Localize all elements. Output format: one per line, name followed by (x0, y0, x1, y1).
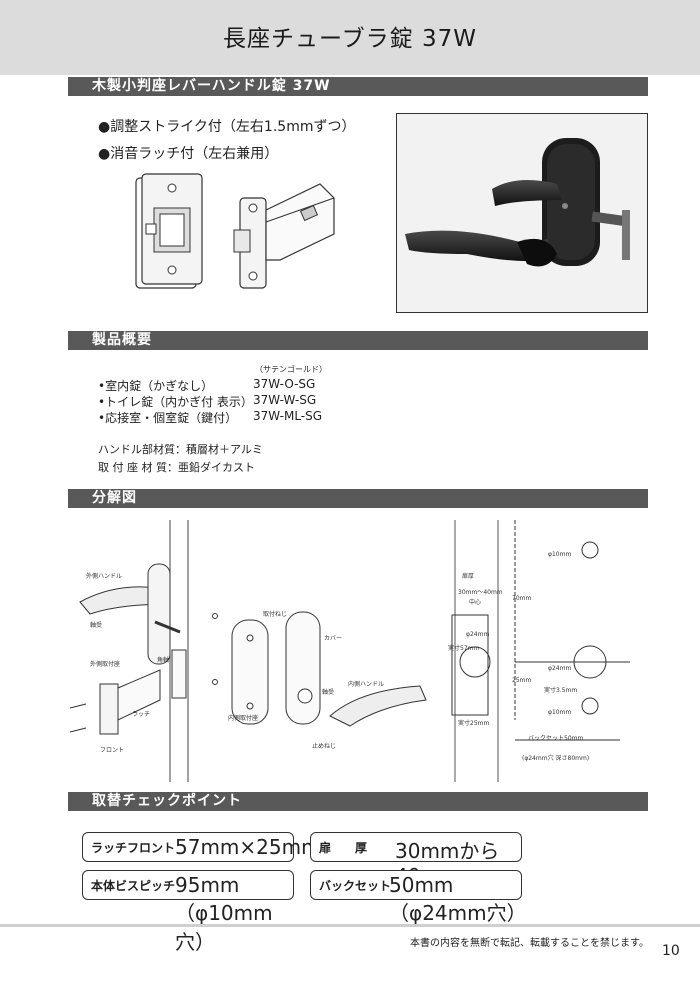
product-code-2: 37W-W-SG (253, 393, 317, 407)
label-outer-handle: 外側ハンドル (86, 572, 122, 580)
check-label-latch-front: ラッチフロント (91, 841, 176, 855)
label-inner-base: 内側取付座 (228, 714, 258, 722)
material-base: 取 付 座 材 質：亜鉛ダイカスト (98, 461, 255, 474)
label-set-screw: 止めねじ (312, 742, 336, 750)
check-door-thickness: 扉 厚 30mmから40mm (310, 832, 522, 888)
label-screw: 取付ねじ (263, 610, 287, 618)
section-bar-overview: 製品概要 (68, 331, 648, 350)
label-front: フロント (100, 747, 124, 754)
feature-latch: ●消音ラッチ付（左右兼用） (98, 146, 279, 162)
strike-latch-illustration (135, 173, 335, 289)
check-value-backset: 50mm（φ24mm穴） (389, 873, 527, 925)
check-label-screw-pitch: 本体ビスピッチ (91, 879, 176, 893)
product-name-2: •トイレ錠（内かぎ付 表示） (98, 395, 253, 409)
label-h70: 70mm (512, 595, 531, 602)
page-title: 長座チューブラ錠 37W (223, 26, 477, 52)
label-bearing-left: 軸受 (90, 621, 102, 629)
section-bar-exploded: 分解図 (68, 489, 648, 508)
label-bearing-mid: 軸受 (322, 688, 334, 696)
product-code-3: 37W-ML-SG (253, 409, 323, 423)
label-d35: 実寸3.5mm (544, 686, 577, 694)
label-d10: φ10mm (548, 551, 571, 558)
copyright-note: 本書の内容を無断で転記、転載することを禁じます。 (410, 938, 649, 949)
strike-plate-drawing (135, 173, 203, 289)
label-d24: φ24mm (466, 631, 489, 638)
label-outer-base: 外側取付座 (90, 660, 120, 668)
latch-exploded-drawing (69, 649, 187, 735)
label-door-range: 30mm〜40mm (458, 589, 503, 596)
label-d24b: φ24mm (548, 665, 571, 672)
label-width25: 実寸25mm (458, 719, 489, 727)
label-door-thickness: 扉厚 (462, 572, 474, 580)
material-handle: ハンドル部材質：積層材＋アルミ (98, 443, 263, 456)
label-spindle: 角軸 (157, 656, 169, 664)
page-number: 10 (662, 943, 680, 959)
title-banner: 長座チューブラ錠 37W (0, 0, 700, 75)
latch-drawing (233, 183, 335, 289)
label-inner-handle: 内側ハンドル (348, 680, 384, 688)
product-code-1: 37W-O-SG (253, 377, 316, 391)
label-backset: バックセット50mm (528, 735, 583, 742)
outer-handle-drawing (79, 563, 181, 665)
lever-handle-image (405, 138, 630, 267)
label-latch: ラッチ (132, 711, 150, 718)
section-bar-checkpoints: 取替チェックポイント (68, 792, 648, 811)
check-backset: バックセット 50mm（φ24mm穴） (310, 870, 527, 925)
label-h25: 25mm (512, 677, 531, 684)
inner-parts-drawing (212, 611, 427, 727)
finish-note: （サテンゴールド） (255, 365, 327, 374)
check-label-door-thickness: 扉 厚 (319, 841, 368, 855)
section-bar-product: 木製小判座レバーハンドル錠 37W (68, 77, 648, 96)
label-center: 中心 (469, 598, 481, 606)
feature-strike: ●調整ストライク付（左右1.5mmずつ） (98, 119, 356, 135)
product-name-3: •応接室・個室錠（鍵付） (98, 411, 238, 425)
label-hole: (φ24mm穴 深さ80mm) (522, 754, 589, 762)
product-name-1: •室内錠（かぎなし） (98, 379, 214, 393)
label-height57: 実寸57mm (448, 644, 479, 652)
check-value-screw-pitch: 95mm（φ10mm穴） (175, 873, 273, 954)
check-screw-pitch: 本体ビスピッチ 95mm（φ10mm穴） (82, 870, 294, 954)
product-photo (396, 113, 648, 313)
check-latch-front: ラッチフロント 57mm×25mm (82, 832, 321, 862)
dimension-drawing (451, 520, 630, 782)
exploded-diagram: 外側ハンドル 軸受 外側取付座 ラッチ フロント 角軸 取付ねじ カバー 内側取… (69, 520, 630, 782)
check-label-backset: バックセット (319, 879, 392, 893)
check-value-latch-front: 57mm×25mm (175, 835, 321, 859)
footer-divider (0, 924, 700, 927)
label-d10b: φ10mm (548, 709, 571, 716)
label-cover: カバー (324, 635, 342, 642)
